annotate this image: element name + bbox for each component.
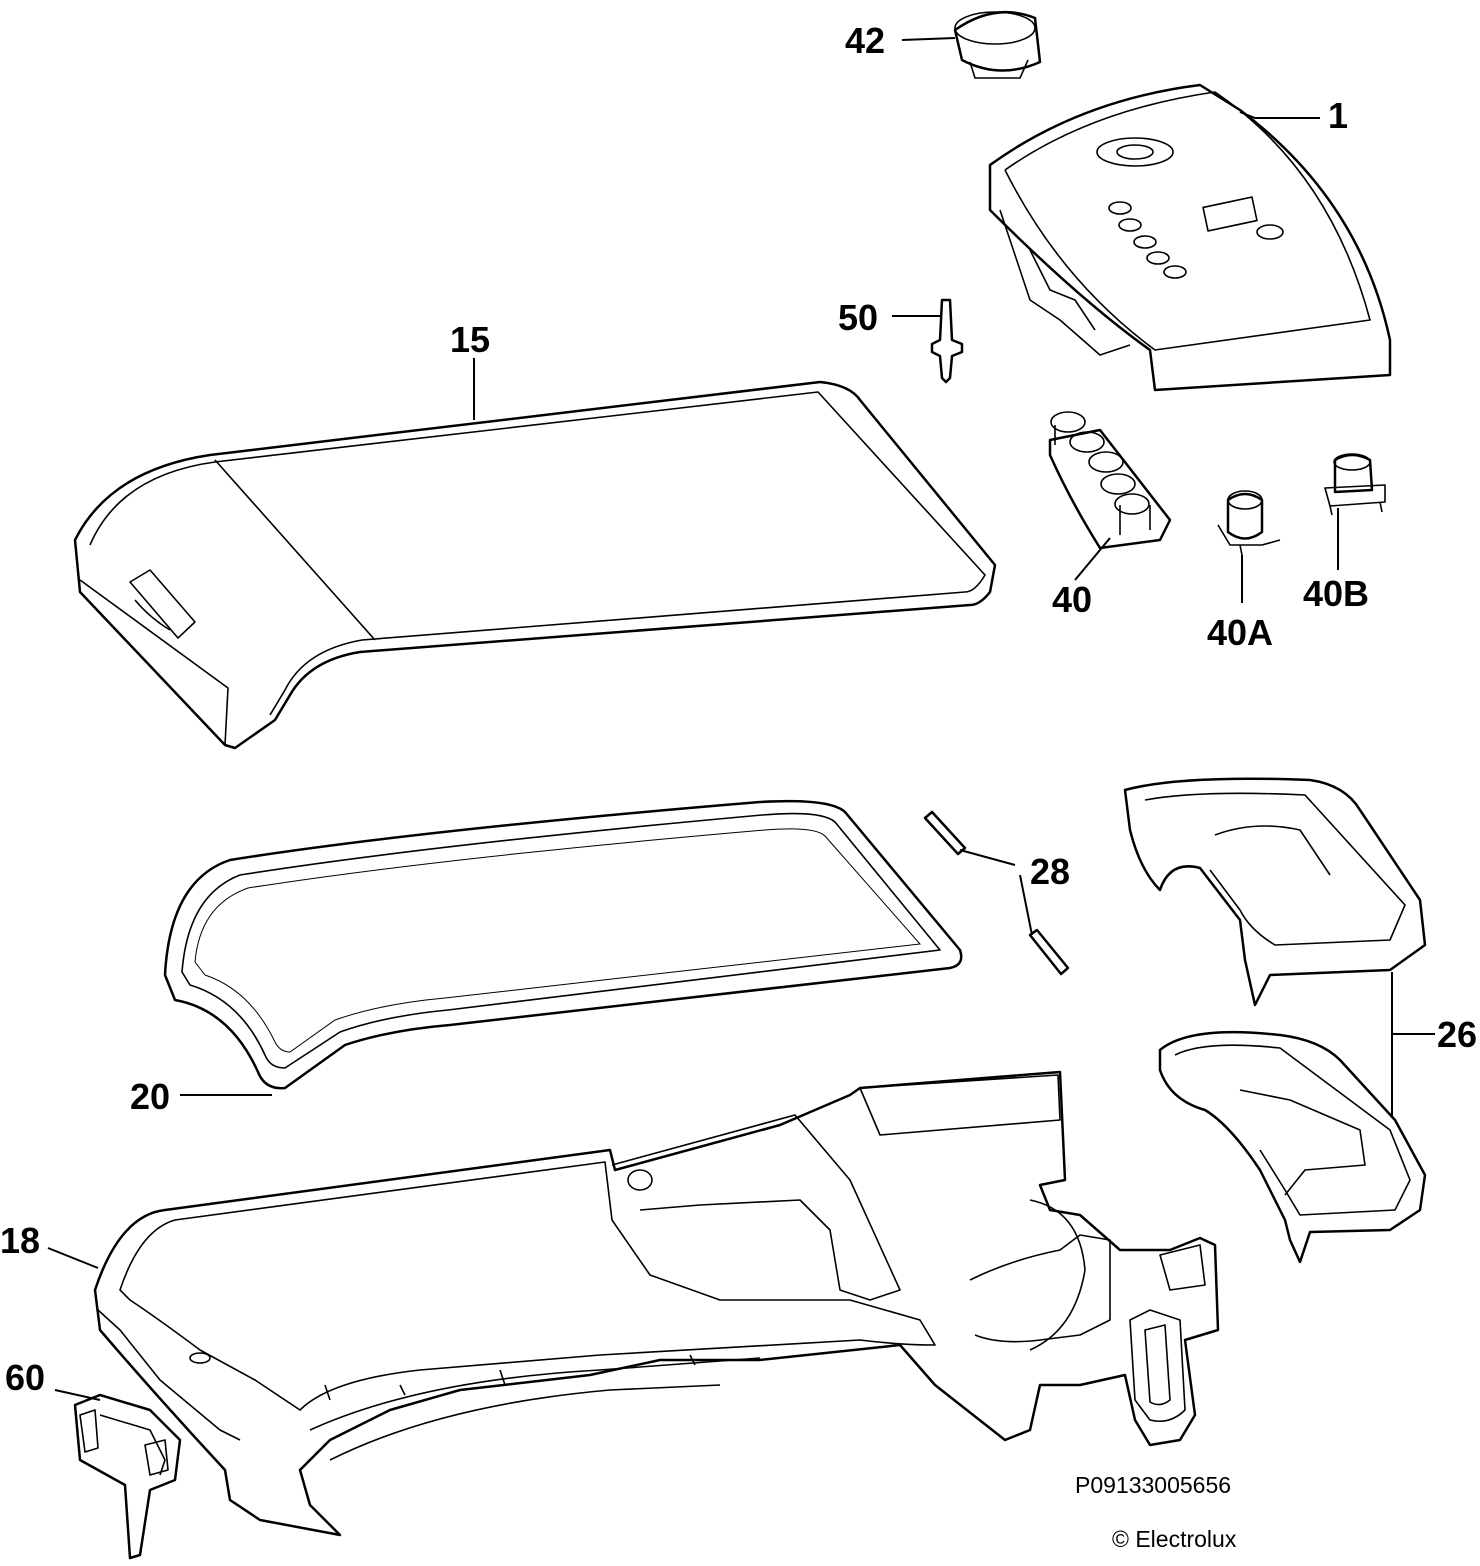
leader-26 — [1391, 972, 1435, 1118]
label-26: 26 — [1437, 1014, 1477, 1055]
diagram-code: P09133005656 — [1075, 1472, 1231, 1498]
part-40a-button[interactable] — [1217, 490, 1281, 556]
leader-28a — [959, 849, 1016, 866]
part-60-lock[interactable] — [73, 1393, 182, 1560]
part-40-button-strip[interactable] — [1048, 411, 1172, 550]
label-28: 28 — [1030, 851, 1070, 892]
part-40b-button[interactable] — [1324, 453, 1386, 516]
leader-18 — [47, 1247, 99, 1269]
label-60: 60 — [5, 1357, 45, 1398]
part-20-gasket[interactable] — [163, 799, 963, 1090]
leader-1 — [1239, 111, 1320, 119]
part-1-control-panel[interactable] — [988, 83, 1392, 392]
part-50-pin[interactable] — [930, 298, 964, 384]
label-15: 15 — [450, 319, 490, 360]
label-20: 20 — [130, 1076, 170, 1117]
copyright: © Electrolux — [1112, 1526, 1237, 1552]
leader-lines — [47, 37, 1435, 1401]
part-42-knob[interactable] — [953, 10, 1042, 79]
part-18-top-plate[interactable] — [93, 1070, 1220, 1537]
label-40b: 40B — [1303, 573, 1369, 614]
part-26-dispenser[interactable] — [1123, 777, 1427, 1264]
leader-28b — [1019, 874, 1033, 936]
label-40a: 40A — [1207, 612, 1273, 653]
leader-42 — [901, 37, 956, 41]
label-1: 1 — [1328, 95, 1348, 136]
part-15-lid[interactable] — [73, 380, 997, 750]
part-28-pins[interactable] — [923, 810, 1070, 976]
label-18: 18 — [0, 1220, 40, 1261]
panel-button-holes — [1108, 201, 1284, 279]
leader-60 — [54, 1389, 101, 1401]
leader-40 — [1074, 537, 1111, 581]
label-50: 50 — [838, 297, 878, 338]
label-42: 42 — [845, 20, 885, 61]
label-40: 40 — [1052, 579, 1092, 620]
